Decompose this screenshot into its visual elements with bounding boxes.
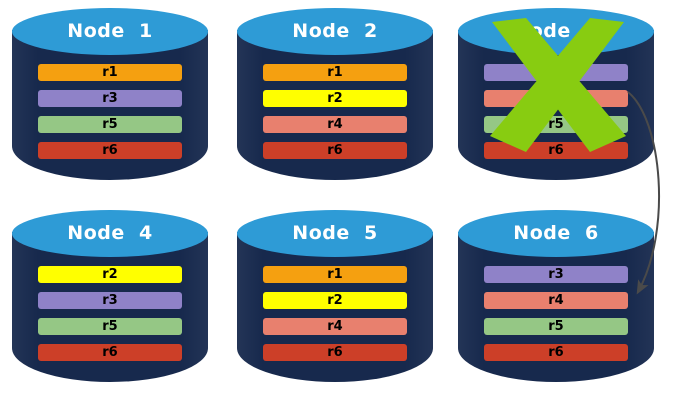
replica-row[interactable]: r6 [38, 142, 182, 159]
replica-row[interactable]: r5 [38, 116, 182, 133]
node-2[interactable]: Node 2 r1 r2 r4 r6 [237, 8, 433, 193]
replica-row[interactable]: r6 [38, 344, 182, 361]
cylinder-top [458, 210, 654, 257]
node-3[interactable]: Node 3 r3 r4 r5 r6 [458, 8, 654, 193]
node-label: Node 6 [513, 222, 599, 244]
replica-row[interactable]: r4 [263, 318, 407, 335]
node-5[interactable]: Node 5 r1 r2 r4 r6 [237, 210, 433, 395]
node-label: Node 3 [513, 20, 599, 42]
replica-row[interactable]: r5 [484, 318, 628, 335]
replica-row[interactable]: r4 [263, 116, 407, 133]
replica-list: r1 r3 r5 r6 [38, 64, 182, 159]
replica-row[interactable]: r6 [263, 344, 407, 361]
replica-row[interactable]: r3 [484, 266, 628, 283]
replica-row[interactable]: r4 [484, 292, 628, 309]
replica-row[interactable]: r3 [38, 292, 182, 309]
replica-row[interactable]: r3 [38, 90, 182, 107]
replica-list: r1 r2 r4 r6 [263, 266, 407, 361]
replica-list: r3 r4 r5 r6 [484, 266, 628, 361]
replica-row[interactable]: r5 [38, 318, 182, 335]
replica-row[interactable]: r3 [484, 64, 628, 81]
replica-row[interactable]: r6 [263, 142, 407, 159]
cylinder-top [12, 210, 208, 257]
replica-row[interactable]: r2 [38, 266, 182, 283]
node-label: Node 4 [67, 222, 153, 244]
node-label: Node 2 [292, 20, 378, 42]
cylinder-top [12, 8, 208, 55]
replica-row[interactable]: r6 [484, 344, 628, 361]
replica-list: r2 r3 r5 r6 [38, 266, 182, 361]
replica-list: r3 r4 r5 r6 [484, 64, 628, 159]
cylinder-top [237, 210, 433, 257]
replica-row[interactable]: r6 [484, 142, 628, 159]
node-label: Node 5 [292, 222, 378, 244]
replica-row[interactable]: r1 [263, 266, 407, 283]
replica-row[interactable]: r2 [263, 292, 407, 309]
replica-row[interactable]: r5 [484, 116, 628, 133]
node-label: Node 1 [67, 20, 153, 42]
cylinder-top [237, 8, 433, 55]
replica-row[interactable]: r2 [263, 90, 407, 107]
replica-row[interactable]: r1 [263, 64, 407, 81]
node-4[interactable]: Node 4 r2 r3 r5 r6 [12, 210, 208, 395]
node-6[interactable]: Node 6 r3 r4 r5 r6 [458, 210, 654, 395]
node-1[interactable]: Node 1 r1 r3 r5 r6 [12, 8, 208, 193]
replica-row[interactable]: r1 [38, 64, 182, 81]
replica-list: r1 r2 r4 r6 [263, 64, 407, 159]
replica-row[interactable]: r4 [484, 90, 628, 107]
